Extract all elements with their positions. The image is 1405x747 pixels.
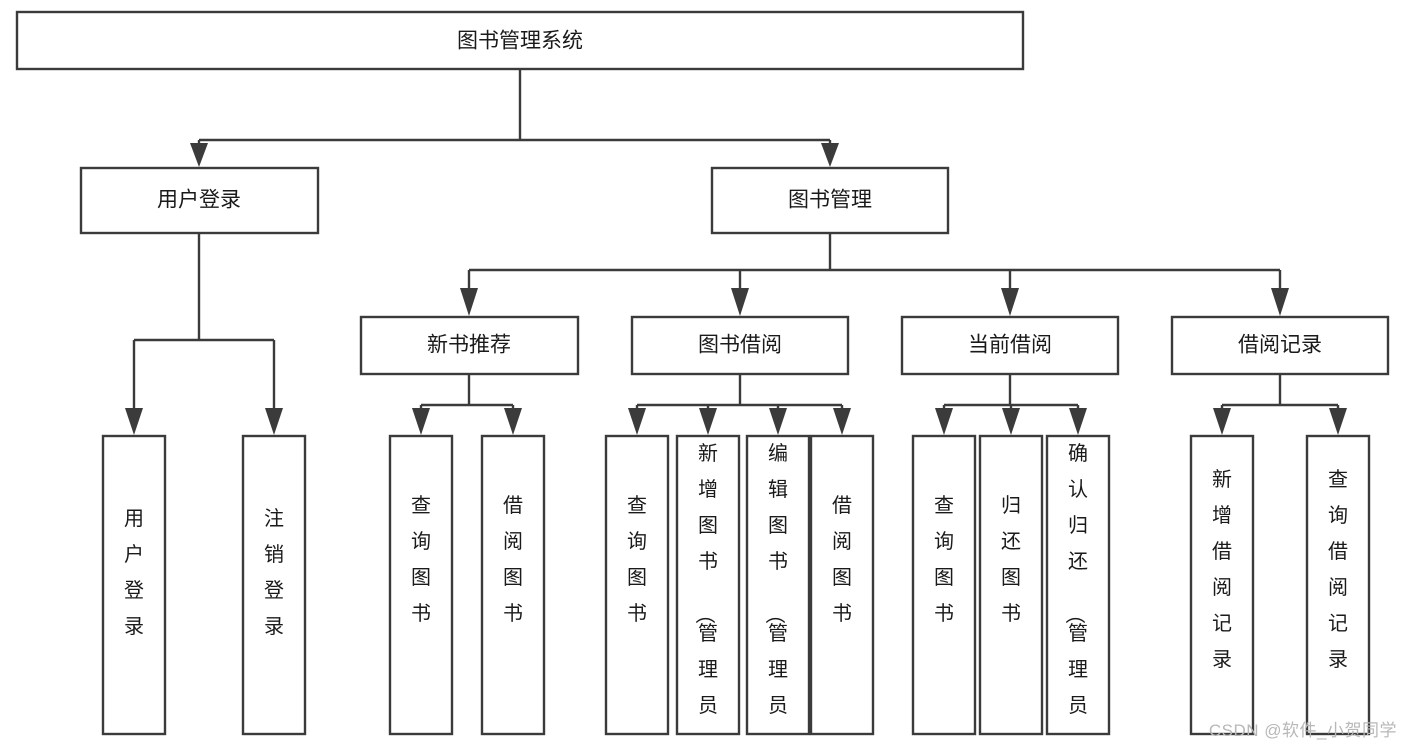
leaf-add-book-label: 新增图书（管理员） [693, 442, 718, 747]
leaf-query-record-label: 查询借阅记录 [1328, 468, 1348, 671]
arrow-head-leaf-add-book [699, 408, 717, 435]
arrow-head-leaf-add-record [1213, 408, 1231, 435]
leaf-query-book-2-label: 查询图书 [627, 494, 647, 625]
leaf-confirm-return-label: 确认归还（管理员） [1063, 442, 1088, 747]
leaf-node[interactable]: 注销登录 [241, 434, 307, 736]
arrow-head-leaf-query-book-3 [935, 408, 953, 435]
connector-group-book-borrow [628, 374, 851, 435]
leaf-borrow-book-2-box[interactable] [809, 434, 875, 736]
leaf-user-login-box[interactable] [101, 434, 167, 736]
node-root-label: 图书管理系统 [457, 30, 583, 53]
arrow-head-leaf-borrow-book-1 [504, 408, 522, 435]
leaf-node[interactable]: 编辑图书（管理员） [745, 434, 811, 747]
leaf-return-book-label: 归还图书 [1001, 494, 1021, 625]
leaf-confirm-return-box[interactable] [1045, 434, 1111, 736]
leaf-node[interactable]: 新增图书（管理员） [675, 434, 741, 747]
node-borrow-record-label: 借阅记录 [1238, 334, 1322, 357]
leaf-query-book-3-box[interactable] [911, 434, 977, 736]
node-book-management-label: 图书管理 [788, 189, 872, 212]
node-book-management[interactable]: 图书管理 [710, 166, 950, 235]
leaf-node[interactable]: 借阅图书 [809, 434, 875, 736]
leaf-query-book-1-box[interactable] [388, 434, 454, 736]
arrow-head-leaf-user-login [125, 408, 143, 435]
leaf-node[interactable]: 归还图书 [978, 434, 1044, 736]
leaf-node[interactable]: 查询图书 [388, 434, 454, 736]
node-borrow-record[interactable]: 借阅记录 [1170, 315, 1390, 376]
node-book-borrow-label: 图书借阅 [698, 334, 782, 357]
arrow-head-leaf-query-record [1329, 408, 1347, 435]
node-book-borrow[interactable]: 图书借阅 [630, 315, 850, 376]
arrow-head-book-borrow [731, 288, 749, 316]
arrow-head-leaf-return-book [1002, 408, 1020, 435]
leaf-add-record-box[interactable] [1189, 434, 1255, 736]
arrow-head-book-management [821, 143, 839, 167]
csdn-watermark: CSDN @软件_小贺同学 [1208, 721, 1397, 740]
node-current-borrow[interactable]: 当前借阅 [900, 315, 1120, 376]
node-user-login-label: 用户登录 [157, 189, 241, 212]
leaf-user-login-label: 用户登录 [124, 508, 144, 638]
node-current-borrow-label: 当前借阅 [968, 334, 1052, 357]
arrow-head-leaf-borrow-book-2 [833, 408, 851, 435]
leaf-borrow-book-2-label: 借阅图书 [832, 494, 852, 625]
leaf-query-record-box[interactable] [1305, 434, 1371, 736]
arrow-head-leaf-logout [265, 408, 283, 435]
node-borrow-record-box[interactable] [1170, 315, 1390, 376]
node-book-management-box[interactable] [710, 166, 950, 235]
node-root-system[interactable]: 图书管理系统 [15, 10, 1025, 71]
leaf-edit-book-label: 编辑图书（管理员） [763, 442, 788, 747]
arrow-head-leaf-query-book-2 [628, 408, 646, 435]
arrow-head-user-login [190, 143, 208, 167]
connector-group-root [190, 69, 839, 167]
arrow-head-new-book-recommend [460, 288, 478, 316]
arrow-head-borrow-record [1271, 288, 1289, 316]
leaf-logout-box[interactable] [241, 434, 307, 736]
arrow-head-leaf-query-book-1 [412, 408, 430, 435]
node-book-borrow-box[interactable] [630, 315, 850, 376]
leaf-query-book-2-box[interactable] [604, 434, 670, 736]
node-root-box[interactable] [15, 10, 1025, 71]
node-current-borrow-box[interactable] [900, 315, 1120, 376]
leaf-query-book-1-label: 查询图书 [411, 494, 431, 625]
leaf-add-book-box[interactable] [675, 434, 741, 736]
arrow-head-current-borrow [1001, 288, 1019, 316]
node-new-book-recommend-label: 新书推荐 [427, 334, 511, 357]
leaf-node[interactable]: 查询图书 [604, 434, 670, 736]
leaf-return-book-box[interactable] [978, 434, 1044, 736]
node-user-login-box[interactable] [79, 166, 320, 235]
connector-group-current-borrow [935, 374, 1087, 435]
leaf-node[interactable]: 新增借阅记录 [1189, 434, 1255, 736]
arrow-head-leaf-confirm-return [1069, 408, 1087, 435]
leaf-edit-book-box[interactable] [745, 434, 811, 736]
leaf-node[interactable]: 查询图书 [911, 434, 977, 736]
leaf-add-record-label: 新增借阅记录 [1212, 468, 1232, 671]
connector-group-borrow-record [1213, 374, 1347, 435]
leaf-borrow-book-1-label: 借阅图书 [503, 494, 523, 625]
leaf-node[interactable]: 查询借阅记录 [1305, 434, 1371, 736]
arrow-head-leaf-edit-book [769, 408, 787, 435]
leaf-borrow-book-1-box[interactable] [480, 434, 546, 736]
leaf-node[interactable]: 用户登录 [101, 434, 167, 736]
node-new-book-recommend-box[interactable] [359, 315, 580, 376]
connector-group-new-book-recommend [412, 374, 522, 435]
leaf-logout-label: 注销登录 [264, 507, 284, 638]
leaf-node[interactable]: 确认归还（管理员） [1045, 434, 1111, 747]
node-user-login[interactable]: 用户登录 [79, 166, 320, 235]
leaf-query-book-3-label: 查询图书 [934, 494, 954, 625]
node-new-book-recommend[interactable]: 新书推荐 [359, 315, 580, 376]
connector-group-user-login [125, 233, 283, 435]
leaf-node[interactable]: 借阅图书 [480, 434, 546, 736]
connector-group-book-management [460, 233, 1289, 316]
